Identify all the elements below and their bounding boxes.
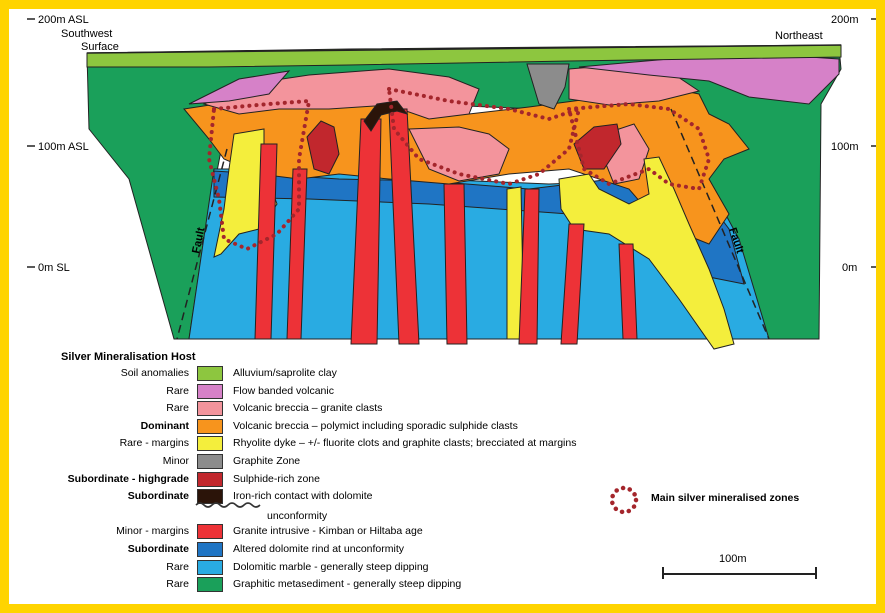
legend-host-label: Minor - margins: [9, 523, 189, 539]
legend-description: Granite intrusive - Kimban or Hiltaba ag…: [233, 523, 653, 539]
legend-host-label: Rare: [9, 559, 189, 575]
legend-description: Graphitic metasediment - generally steep…: [233, 576, 653, 592]
legend-host-label: Rare: [9, 383, 189, 399]
legend-host-label: Rare: [9, 400, 189, 416]
zones-marker-icon: [607, 483, 641, 517]
legend-swatch: [197, 436, 223, 451]
legend-swatch: [197, 454, 223, 469]
legend-host-label: Dominant: [9, 418, 189, 434]
legend-host-label: Minor: [9, 453, 189, 469]
unconformity-symbol: [194, 500, 264, 510]
legend-host-label: Subordinate: [9, 541, 189, 557]
figure-canvas: 200m ASL 100m ASL 0m SL 200m 100m 0m Sou…: [9, 9, 876, 604]
legend-swatch: [197, 577, 223, 592]
legend-host-label: Subordinate: [9, 488, 189, 504]
legend-title: Silver Mineralisation Host: [61, 351, 195, 363]
legend: Silver Mineralisation Host Soil anomalie…: [9, 9, 876, 604]
legend-swatch: [197, 560, 223, 575]
legend-host-label: Rare: [9, 576, 189, 592]
legend-description: Dolomitic marble - generally steep dippi…: [233, 559, 653, 575]
legend-description: Graphite Zone: [233, 453, 653, 469]
legend-description: Iron-rich contact with dolomite: [233, 488, 653, 504]
legend-swatch: [197, 401, 223, 416]
legend-host-label: Subordinate - highgrade: [9, 471, 189, 487]
legend-description: Volcanic breccia – granite clasts: [233, 400, 653, 416]
legend-description: Sulphide-rich zone: [233, 471, 653, 487]
legend-description: Flow banded volcanic: [233, 383, 653, 399]
legend-swatch: [197, 419, 223, 434]
scale-bar: [661, 564, 821, 584]
legend-host-label: Rare - margins: [9, 435, 189, 451]
legend-swatch: [197, 472, 223, 487]
legend-swatch: [197, 524, 223, 539]
zones-label: Main silver mineralised zones: [651, 492, 799, 504]
legend-description: Volcanic breccia – polymict including sp…: [233, 418, 653, 434]
legend-swatch: [197, 542, 223, 557]
legend-swatch: [197, 366, 223, 381]
legend-description: Alluvium/saprolite clay: [233, 365, 653, 381]
legend-host-label: Soil anomalies: [9, 365, 189, 381]
legend-description: Altered dolomite rind at unconformity: [233, 541, 653, 557]
legend-description: Rhyolite dyke – +/- fluorite clots and g…: [233, 435, 653, 451]
scale-label: 100m: [719, 553, 747, 565]
legend-swatch: [197, 384, 223, 399]
